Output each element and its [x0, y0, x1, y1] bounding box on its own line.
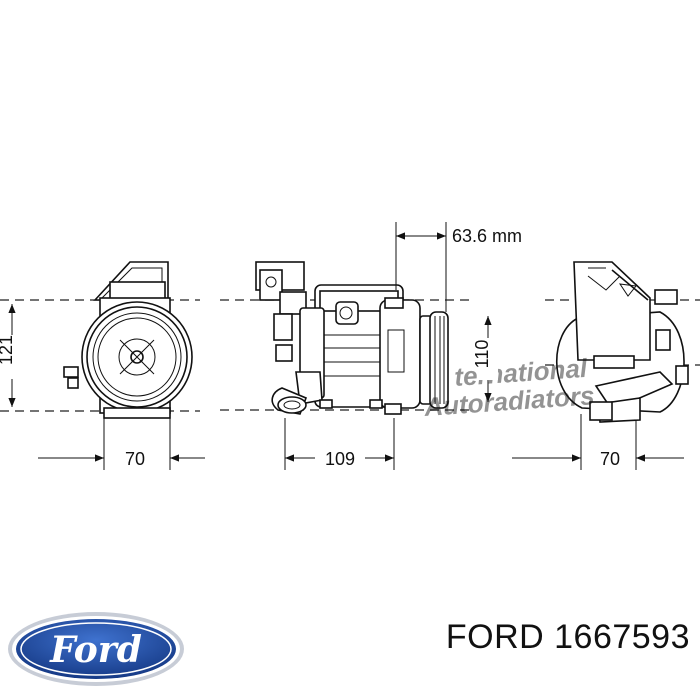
right-view	[512, 261, 700, 470]
ford-logo-wordmark: Ford	[49, 629, 142, 671]
part-caption: FORD 1667593	[445, 618, 690, 656]
compressor-technical-drawing: ternational Autoradiators 70 109 70 63.6…	[0, 222, 700, 470]
center-view	[220, 222, 492, 470]
dim-center-width: 109	[325, 449, 355, 469]
dim-right-width: 70	[600, 449, 620, 469]
dim-left-width: 70	[125, 449, 145, 469]
dim-top-offset: 63.6 mm	[452, 226, 522, 246]
ford-logo: Ford	[8, 612, 184, 686]
left-view	[0, 261, 205, 470]
dim-center-height: 110	[472, 340, 492, 369]
dim-left-height: 121	[0, 335, 16, 365]
